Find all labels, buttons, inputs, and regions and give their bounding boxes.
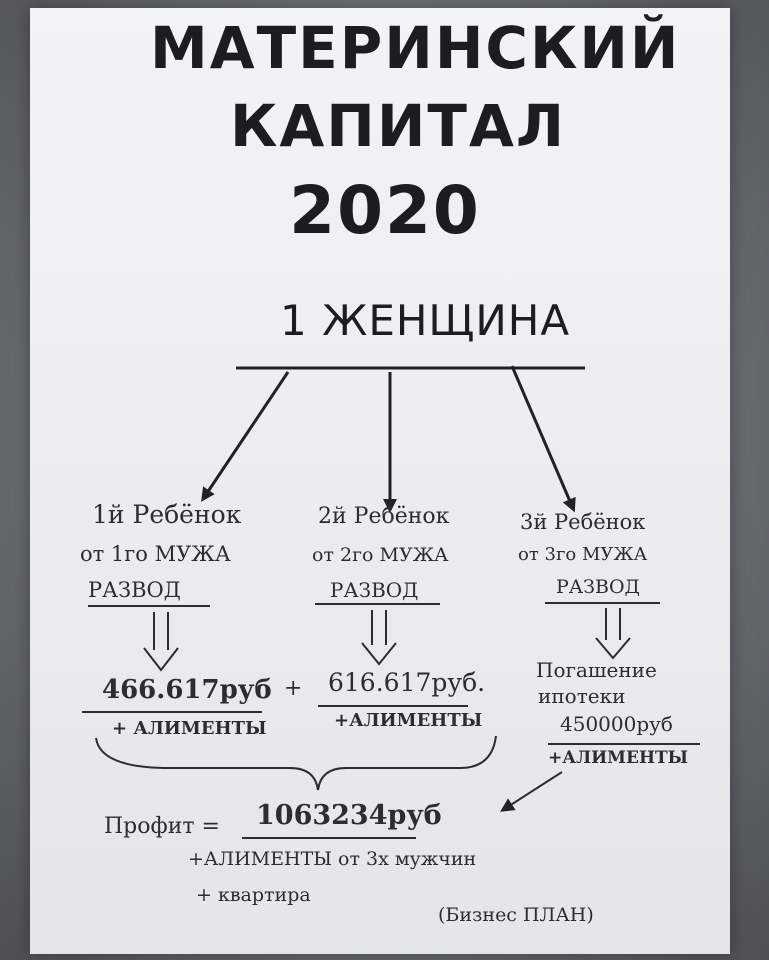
- plus-sign: +: [284, 676, 303, 701]
- profit-alimony: +АЛИМЕНТЫ от 3х мужчин: [188, 848, 477, 870]
- branch-2-husband: от 2го МУЖА: [312, 544, 449, 566]
- branch-1-alimony: + АЛИМЕНТЫ: [112, 718, 267, 739]
- branch-1-child: 1й Ребёнок: [92, 500, 242, 529]
- branch-arrow-3: [510, 365, 576, 513]
- business-plan-note: (Бизнес ПЛАН): [438, 904, 594, 926]
- branch-3-alimony: +АЛИМЕНТЫ: [548, 748, 689, 768]
- double-arrow-2: [361, 610, 397, 666]
- branch-1-divorce: РАЗВОД: [88, 578, 181, 602]
- branch-arrow-1: [201, 371, 290, 502]
- branch-3-husband: от 3го МУЖА: [518, 544, 648, 565]
- branch-3-child: 3й Ребёнок: [520, 510, 646, 534]
- profit-value: 1063234руб: [256, 800, 442, 831]
- branch-3-mortgage-2: ипотеки: [538, 684, 626, 708]
- profit-apartment: + квартира: [196, 884, 311, 906]
- double-arrow-3: [595, 608, 631, 660]
- title-line-3: 2020: [289, 172, 481, 249]
- branch-3-amount: 450000руб: [560, 712, 673, 736]
- root-node-label: 1 ЖЕНЩИНА: [280, 296, 571, 345]
- title-line-1: МАТЕРИНСКИЙ: [150, 14, 681, 82]
- third-to-profit-arrow: [500, 771, 563, 812]
- double-arrow-1: [143, 612, 179, 672]
- branch-1-amount: 466.617руб: [102, 675, 272, 705]
- profit-label: Профит =: [104, 814, 220, 839]
- branch-1-husband: от 1го МУЖА: [80, 542, 231, 566]
- branch-2-amount: 616.617руб.: [328, 668, 486, 697]
- branch-3-divorce: РАЗВОД: [556, 576, 640, 598]
- branch-3-mortgage-1: Погашение: [536, 658, 657, 682]
- paper-sheet: [30, 8, 730, 954]
- branch-2-divorce: РАЗВОД: [330, 578, 419, 602]
- branch-2-child: 2й Ребёнок: [318, 504, 450, 529]
- title-line-2: КАПИТАЛ: [230, 92, 567, 160]
- branch-2-alimony: +АЛИМЕНТЫ: [334, 710, 483, 731]
- sum-brace: [95, 735, 497, 791]
